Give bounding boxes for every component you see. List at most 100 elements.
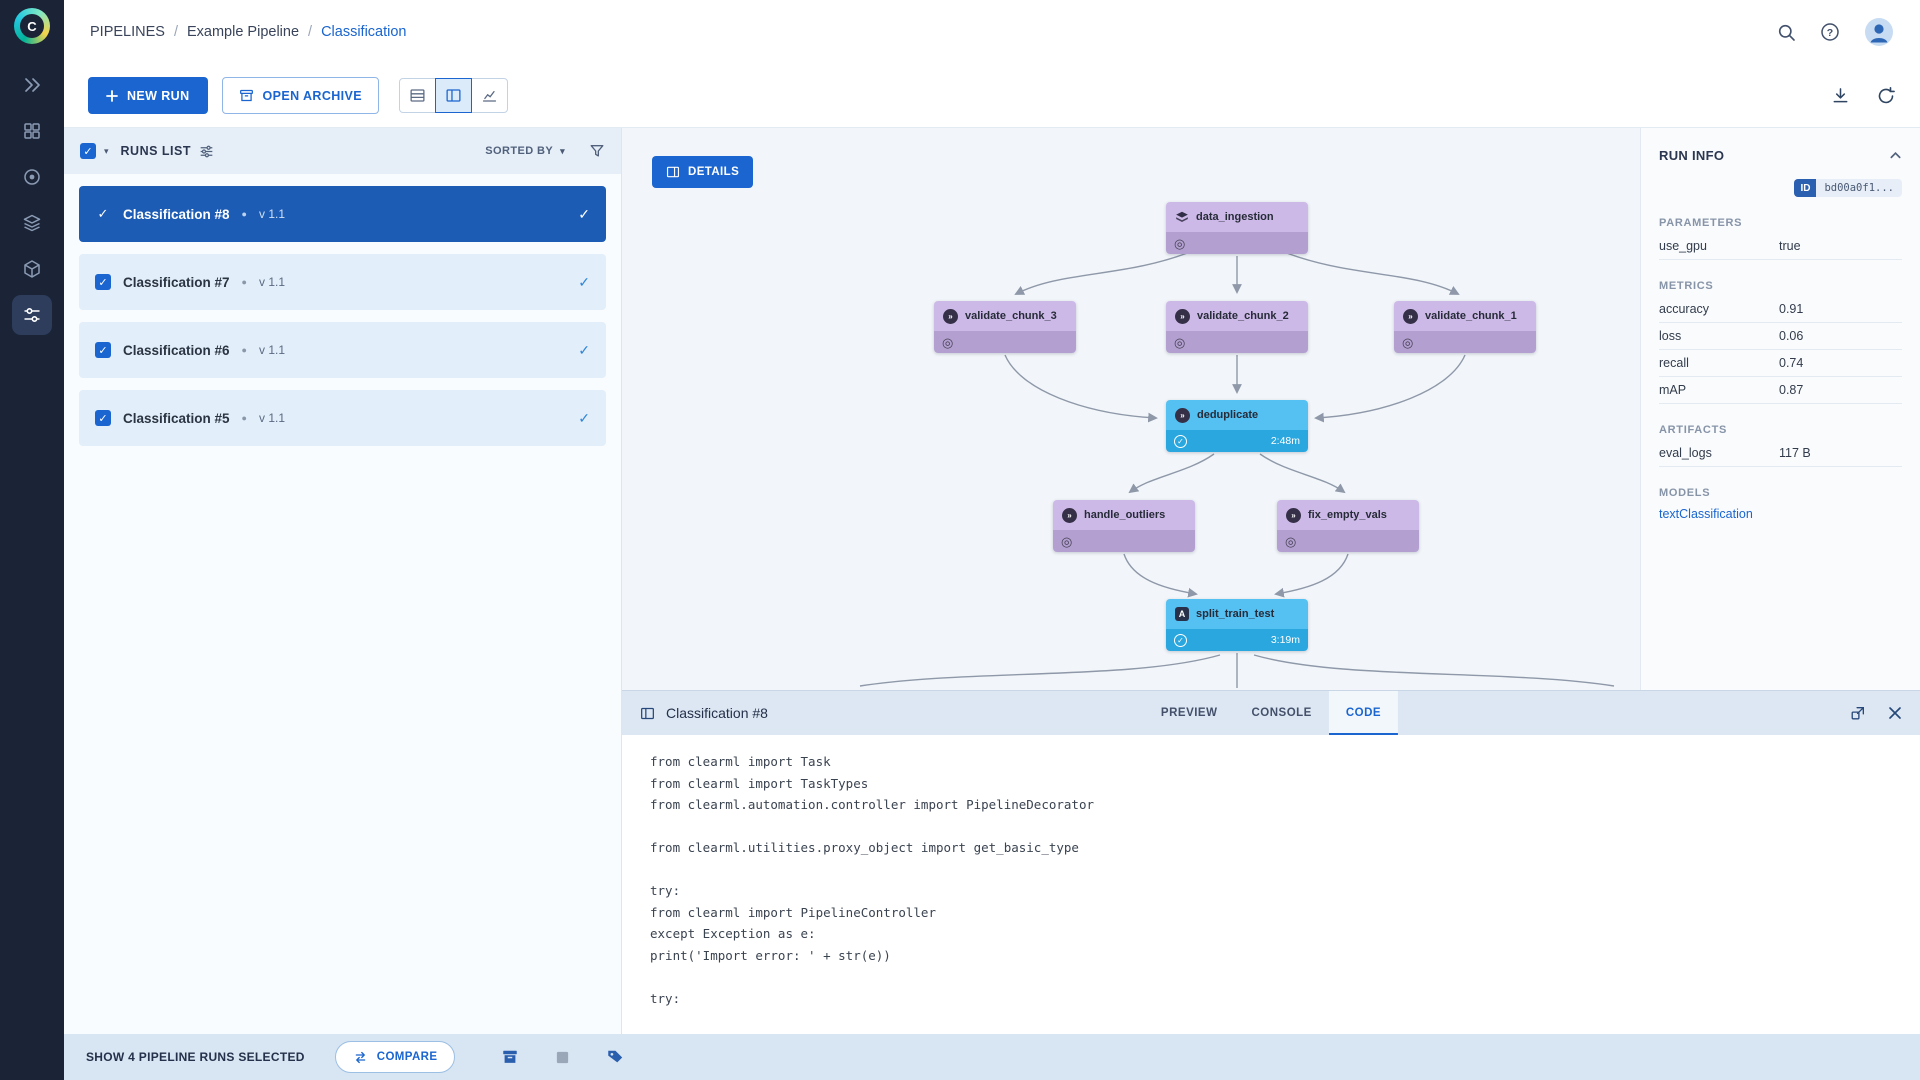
breadcrumb: PIPELINES / Example Pipeline / Classific… [90, 24, 406, 40]
breadcrumb-separator: / [308, 24, 313, 40]
run-item-classification-7[interactable]: ✓ Classification #7 ● v 1.1 ✓ [79, 254, 606, 310]
step-icon: » [1175, 308, 1190, 324]
metric-value: 0.91 [1779, 302, 1804, 316]
auto-refresh-icon[interactable] [1876, 86, 1896, 106]
sorted-by-control[interactable]: SORTED BY ▾ [485, 145, 565, 157]
artifact-row: eval_logs 117 B [1659, 440, 1902, 467]
tag-icon[interactable] [606, 1048, 624, 1066]
datasets-icon[interactable] [12, 203, 52, 243]
row-checkbox[interactable]: ✓ [95, 342, 111, 358]
dot-separator: ● [241, 277, 247, 287]
panel-icon [640, 706, 655, 721]
projects-icon[interactable] [12, 65, 52, 105]
artifact-key: eval_logs [1659, 446, 1712, 460]
metric-value: 0.87 [1779, 383, 1804, 397]
node-fix-empty-vals[interactable]: »fix_empty_vals ◎ [1277, 500, 1419, 552]
run-version: v 1.1 [258, 411, 285, 425]
completed-status-icon: ✓ [1174, 633, 1187, 647]
row-checkbox[interactable]: ✓ [95, 410, 111, 426]
dag-edges [859, 249, 1615, 688]
tab-preview[interactable]: PREVIEW [1160, 707, 1218, 719]
pending-status-icon: ◎ [1061, 533, 1073, 549]
completed-status-icon: ✓ [1174, 434, 1187, 448]
row-checkbox[interactable]: ✓ [95, 274, 111, 290]
parameter-value: true [1779, 239, 1801, 253]
dot-separator: ● [241, 413, 247, 423]
models-icon[interactable] [12, 249, 52, 289]
metric-row: mAP 0.87 [1659, 377, 1902, 404]
metric-key: loss [1659, 329, 1682, 343]
run-info-title: RUN INFO [1659, 148, 1725, 163]
plus-icon [106, 89, 118, 102]
details-button[interactable]: DETAILS [652, 156, 754, 188]
list-settings-icon[interactable] [199, 144, 214, 159]
metric-row: recall 0.74 [1659, 350, 1902, 377]
logo-letter: C [20, 14, 44, 38]
tab-code[interactable]: CODE [1328, 691, 1399, 735]
metric-row: accuracy 0.91 [1659, 296, 1902, 323]
models-section-title: MODELS [1659, 487, 1711, 499]
user-avatar[interactable] [1864, 17, 1894, 47]
expand-panel-icon[interactable] [1850, 705, 1866, 721]
download-icon[interactable] [1831, 86, 1850, 105]
new-run-button[interactable]: NEW RUN [88, 77, 208, 114]
help-icon[interactable]: ? [1820, 22, 1840, 42]
archive-icon[interactable] [501, 1048, 519, 1066]
abort-icon [555, 1050, 570, 1065]
run-completed-icon: ✓ [578, 409, 590, 426]
node-validate-chunk-2[interactable]: »validate_chunk_2 ◎ [1166, 301, 1308, 353]
dataset-step-icon [1176, 211, 1188, 222]
filter-icon[interactable] [589, 143, 605, 159]
breadcrumb-pipelines[interactable]: PIPELINES [90, 24, 165, 40]
metric-value: 0.06 [1779, 329, 1804, 343]
run-item-classification-6[interactable]: ✓ Classification #6 ● v 1.1 ✓ [79, 322, 606, 378]
pipeline-dag-canvas[interactable]: DETAILS [622, 128, 1640, 690]
experiments-icon[interactable] [12, 157, 52, 197]
task-step-icon: A [1175, 607, 1189, 621]
id-badge: ID [1794, 179, 1817, 197]
close-icon[interactable] [1888, 706, 1902, 720]
node-validate-chunk-1[interactable]: »validate_chunk_1 ◎ [1394, 301, 1536, 353]
runs-list-panel: ✓ ▾ RUNS LIST SORTED BY ▾ [64, 128, 622, 1034]
run-completed-icon: ✓ [578, 273, 590, 290]
table-view-toggle[interactable] [399, 78, 437, 113]
node-data-ingestion[interactable]: data_ingestion ◎ [1166, 202, 1308, 254]
compare-button[interactable]: COMPARE [334, 1041, 456, 1073]
code-view[interactable]: from clearml import Task from clearml im… [622, 735, 1920, 1034]
node-handle-outliers[interactable]: »handle_outliers ◎ [1053, 500, 1195, 552]
archive-icon [239, 89, 253, 102]
run-id-chip[interactable]: ID bd00a0f1... [1794, 179, 1902, 197]
search-icon[interactable] [1777, 23, 1796, 42]
metric-key: mAP [1659, 383, 1687, 397]
new-run-label: NEW RUN [127, 88, 190, 103]
open-archive-button[interactable]: OPEN ARCHIVE [221, 77, 380, 114]
tab-console[interactable]: CONSOLE [1251, 707, 1312, 719]
chart-view-toggle[interactable] [471, 78, 509, 113]
node-validate-chunk-3[interactable]: »validate_chunk_3 ◎ [934, 301, 1076, 353]
step-icon: » [1286, 507, 1301, 523]
run-name: Classification #7 [123, 274, 230, 290]
pending-status-icon: ◎ [1285, 533, 1297, 549]
pipelines-icon[interactable] [12, 295, 52, 335]
node-deduplicate[interactable]: »deduplicate ✓ 2:48m [1166, 400, 1308, 452]
details-label: DETAILS [688, 166, 740, 178]
run-item-classification-8[interactable]: ✓ Classification #8 ● v 1.1 ✓ [79, 186, 606, 242]
detail-panel-title: Classification #8 [666, 705, 768, 721]
model-link[interactable]: textClassification [1659, 507, 1753, 521]
run-item-classification-5[interactable]: ✓ Classification #5 ● v 1.1 ✓ [79, 390, 606, 446]
selection-summary: SHOW 4 PIPELINE RUNS SELECTED [86, 1050, 305, 1064]
dashboard-icon[interactable] [12, 111, 52, 151]
row-checkbox-checked-icon[interactable]: ✓ [97, 206, 109, 221]
clearml-logo[interactable]: C [14, 8, 50, 44]
detail-panel: Classification #8 PREVIEW CONSOLE CODE [622, 690, 1920, 1034]
run-version: v 1.1 [258, 343, 285, 357]
collapse-panel-icon[interactable] [1889, 149, 1902, 162]
dot-separator: ● [241, 209, 247, 219]
select-all-caret-icon[interactable]: ▾ [104, 145, 109, 156]
split-view-toggle[interactable] [435, 78, 473, 113]
breadcrumb-project[interactable]: Example Pipeline [186, 24, 300, 40]
parameter-key: use_gpu [1659, 239, 1707, 253]
select-all-checkbox[interactable]: ✓ [80, 143, 96, 159]
compare-label: COMPARE [376, 1051, 438, 1063]
